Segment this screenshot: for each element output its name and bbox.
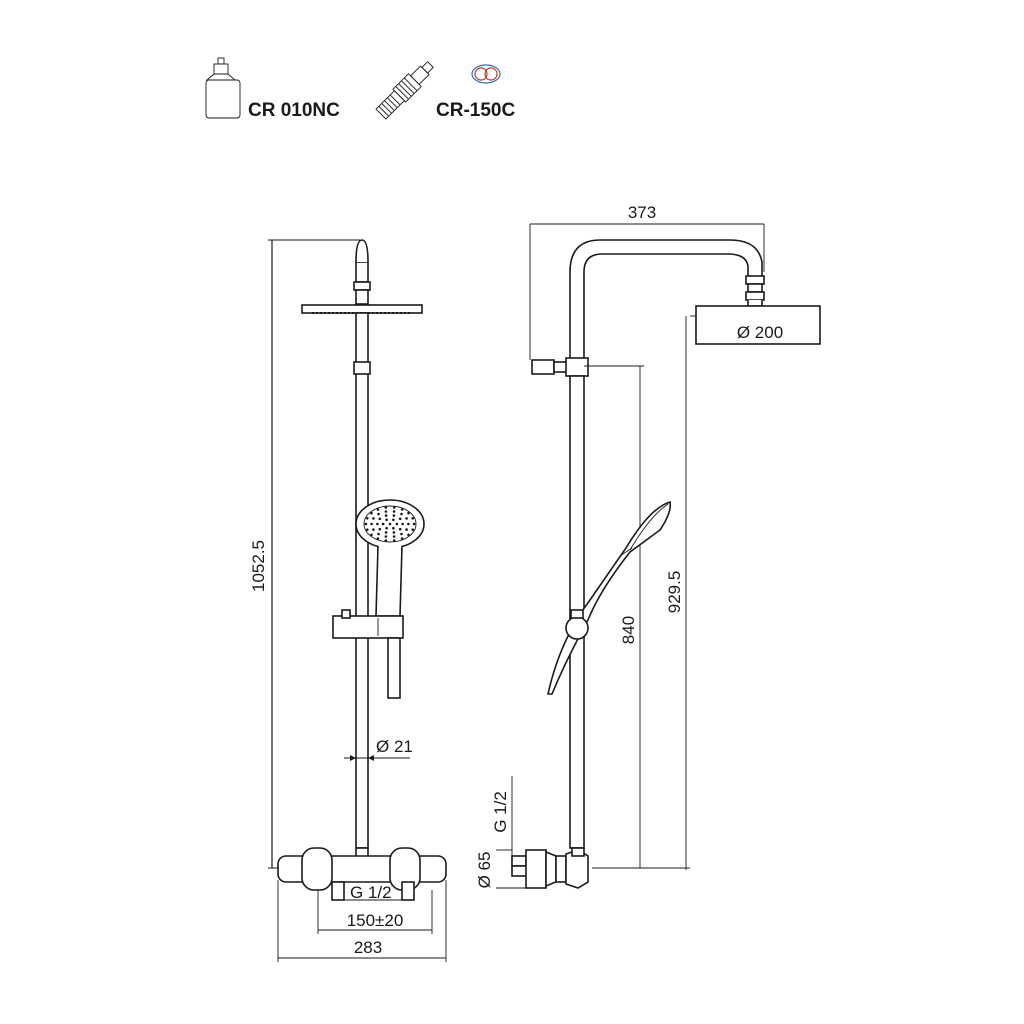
nozzle-dot xyxy=(384,531,388,534)
nozzle-dot xyxy=(392,531,396,534)
inlet-thread-front-label: G 1/2 xyxy=(350,883,392,902)
thermostatic-mixer-front xyxy=(277,847,447,901)
nozzle-dot xyxy=(392,526,395,530)
riser-front xyxy=(355,312,369,849)
head-shower-front xyxy=(301,304,423,314)
cartridge-code: CR 010NC xyxy=(248,100,340,121)
nozzle-dot xyxy=(385,526,388,530)
nozzle-dot xyxy=(366,528,369,531)
nozzle-dot xyxy=(411,517,415,520)
nozzle-dot xyxy=(384,514,388,517)
nozzle-dot xyxy=(400,532,403,536)
nozzle-dot xyxy=(384,506,388,509)
nozzle-dot xyxy=(384,539,388,542)
nozzle-dot xyxy=(388,522,392,526)
hand-shower-front xyxy=(355,499,425,617)
nozzle-dot xyxy=(411,528,415,531)
nozzle-dot xyxy=(370,522,373,526)
nozzle-dot xyxy=(405,528,408,531)
nozzle-dot xyxy=(385,518,388,522)
nozzle-dot xyxy=(377,532,380,536)
nozzle-dot xyxy=(376,508,380,511)
head-shower-side xyxy=(695,305,821,345)
slide-height-label: 840 xyxy=(619,616,638,644)
nozzle-dot xyxy=(407,511,410,515)
nozzle-dot xyxy=(398,517,402,521)
nozzle-dot xyxy=(378,527,382,531)
nozzle-dot xyxy=(398,527,402,531)
nozzle-dot xyxy=(395,522,399,526)
cartridge-icon xyxy=(205,57,241,119)
head-height-label: 929.5 xyxy=(665,571,684,614)
nozzle-dot xyxy=(372,517,375,520)
nozzle-dot xyxy=(370,533,373,537)
nozzle-dot xyxy=(407,533,410,537)
nozzle-dot xyxy=(392,518,395,522)
nozzle-dot xyxy=(384,535,388,538)
mixer-diameter-label: Ø 65 xyxy=(475,852,494,889)
nozzle-dot xyxy=(392,506,396,509)
nozzle-dot xyxy=(376,537,380,540)
pipe-diameter-label: Ø 21 xyxy=(376,737,413,756)
side-view: 373 Ø 200 840 929.5 xyxy=(475,203,821,889)
inlet-centres-label: 150±20 xyxy=(347,911,404,930)
thermostatic-mixer-side xyxy=(511,847,589,889)
nozzle-dot xyxy=(378,517,382,521)
total-height-label: 1052.5 xyxy=(249,540,268,592)
nozzle-dot xyxy=(392,535,396,538)
nozzle-dot xyxy=(372,528,375,531)
nozzle-dot xyxy=(400,508,404,511)
hand-shower-side xyxy=(547,500,672,695)
diverter-icon xyxy=(375,61,434,120)
nozzle-dot xyxy=(392,539,396,542)
nozzle-dot xyxy=(364,522,368,526)
slider-bracket-front xyxy=(332,615,404,639)
arm-reach-label: 373 xyxy=(628,203,656,222)
front-view: 1052.5 Ø 21 xyxy=(249,239,447,962)
nozzle-dot xyxy=(376,522,379,526)
slider-knob-side xyxy=(565,616,589,640)
mixer-width-label: 283 xyxy=(354,938,382,957)
nozzle-dot xyxy=(392,514,396,517)
nozzle-dot xyxy=(412,522,416,526)
inlet-thread-side-label: G 1/2 xyxy=(491,791,510,833)
nozzle-dot xyxy=(407,522,410,526)
nozzle-dot xyxy=(401,522,404,526)
nozzle-dot xyxy=(370,511,373,515)
head-diameter-label: Ø 200 xyxy=(737,323,783,342)
nozzle-dot xyxy=(366,517,369,520)
nozzle-dot xyxy=(400,512,403,516)
nozzle-dot xyxy=(377,512,380,516)
diverter-code: CR-150C xyxy=(436,100,515,121)
nozzle-dot xyxy=(392,510,396,513)
nozzle-dot xyxy=(400,537,404,540)
nozzle-dot xyxy=(381,522,385,526)
hot-cold-icon xyxy=(471,64,501,84)
nozzle-dot xyxy=(384,510,388,513)
nozzle-dot xyxy=(405,517,408,520)
